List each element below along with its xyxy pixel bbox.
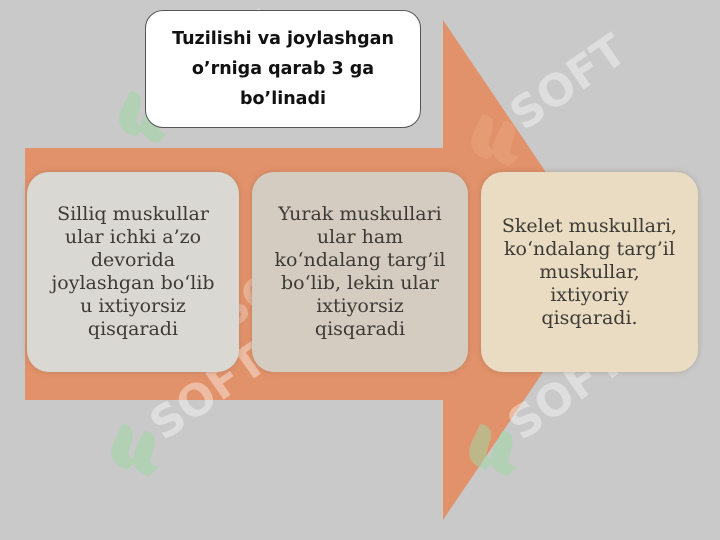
- card-cardiac-muscles: Yurak muskullari ular ham ko‘ndalang tar…: [252, 172, 468, 372]
- card-text: Skelet muskullari, ko‘ndalang targ’il mu…: [501, 214, 678, 329]
- card-skeletal-muscles: Skelet muskullari, ko‘ndalang targ’il mu…: [481, 172, 698, 372]
- card-smooth-muscles: Silliq muskullar ular ichki a’zo devorid…: [27, 172, 239, 372]
- card-text: Silliq muskullar ular ichki a’zo devorid…: [51, 203, 215, 340]
- title-box: Tuzilishi va joylashgan o’rniga qarab 3 …: [145, 10, 421, 128]
- card-text: Yurak muskullari ular ham ko‘ndalang tar…: [274, 203, 446, 340]
- title-text: Tuzilishi va joylashgan o’rniga qarab 3 …: [172, 29, 394, 109]
- svg-text:SOFT: SOFT: [501, 25, 636, 141]
